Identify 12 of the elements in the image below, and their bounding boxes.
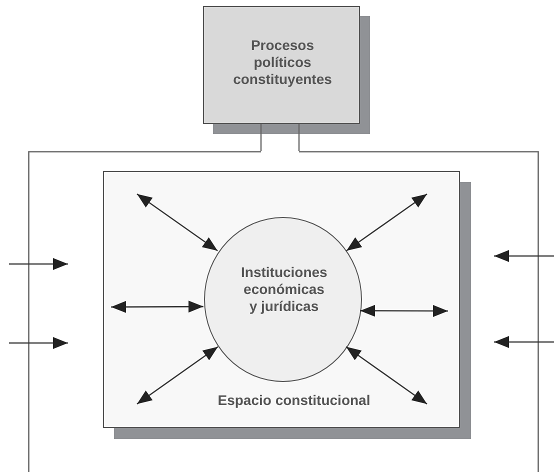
arrow [111, 300, 204, 313]
frame-outline [28, 151, 539, 472]
connector-line [298, 124, 300, 151]
node-label: Procesos políticos constituyentes [232, 37, 333, 88]
node-label: Espacio constitucional [216, 392, 372, 409]
arrow [360, 304, 448, 317]
arrow [136, 346, 218, 405]
arrow [346, 193, 428, 252]
connector-line [260, 124, 262, 151]
arrow [136, 193, 218, 252]
arrow [346, 346, 428, 405]
node-label: Instituciones económicas y jurídicas [241, 264, 327, 315]
